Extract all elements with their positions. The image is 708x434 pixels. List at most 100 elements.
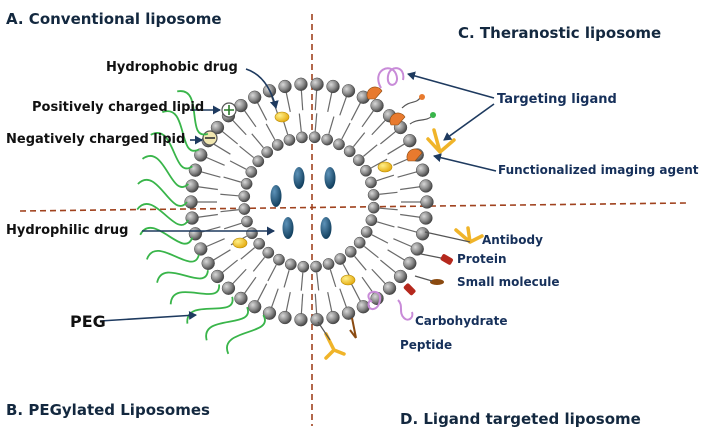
- lipid-tail: [327, 291, 333, 312]
- small-molecule-ligand: [430, 279, 444, 285]
- lipid-tail: [371, 119, 386, 136]
- lipid-tail: [397, 226, 418, 233]
- lipid-tail: [361, 110, 375, 128]
- inner-lipid-head: [322, 258, 335, 270]
- imaging-agent-linker: [401, 97, 433, 125]
- lipid-tail: [370, 158, 388, 169]
- inner-lipid-head: [240, 177, 253, 190]
- lipid-tail: [221, 259, 239, 274]
- arrow-peg: [99, 310, 197, 322]
- lipid-tail: [267, 264, 277, 282]
- lipid-tail: [206, 238, 225, 248]
- lipid-tail: [314, 90, 318, 111]
- inner-lipid-head: [352, 154, 365, 167]
- lipid-tail: [341, 122, 351, 140]
- inner-lipid-head: [238, 203, 251, 215]
- lipid-tail: [285, 291, 291, 312]
- outer-lipid-head: [341, 84, 356, 98]
- imaging-agent: [419, 94, 425, 100]
- small-molecule-linker: [414, 275, 433, 282]
- inner-lipid-head: [344, 245, 357, 258]
- lipid-tail: [316, 272, 320, 291]
- arrow-targeting-ligand-lower: [443, 103, 495, 141]
- carbohydrate-ligand: [397, 299, 414, 321]
- lipid-tail: [298, 113, 302, 132]
- lipid-tail: [243, 110, 257, 128]
- lipid-tail: [300, 90, 304, 111]
- lipid-tail: [376, 221, 395, 228]
- lipid-tail: [387, 249, 406, 261]
- peg-chain: [226, 314, 266, 355]
- antibody-linker: [424, 231, 471, 243]
- inner-lipid-head: [246, 227, 258, 240]
- inner-lipid-head: [360, 226, 373, 238]
- lipid-tail: [379, 130, 397, 145]
- inner-lipid-head: [343, 145, 356, 158]
- outer-lipid-head: [201, 256, 215, 270]
- outer-lipid-head: [188, 227, 203, 241]
- inner-lipid-head: [365, 214, 378, 227]
- lipid-tail: [285, 92, 291, 113]
- outer-lipid-head: [221, 281, 236, 295]
- lipid-tail: [300, 293, 304, 314]
- outer-lipid-head: [234, 291, 248, 306]
- inner-lipid-head: [367, 189, 380, 201]
- pink-squiggle-ligand: [377, 67, 405, 89]
- peg-chain: [186, 296, 234, 324]
- lipid-tail: [400, 186, 421, 191]
- imaging-agent: [430, 112, 436, 118]
- inner-lipid-head: [253, 237, 266, 250]
- lipid-tail: [352, 132, 366, 148]
- inner-lipid-head: [367, 201, 380, 214]
- hydrophobic-drug-molecule: [274, 111, 290, 123]
- hydrophilic-drug-molecule: [270, 185, 282, 207]
- hydrophilic-drug-molecule: [320, 217, 332, 239]
- orange-ligand: [389, 112, 406, 126]
- inner-lipid-head: [321, 133, 334, 146]
- lipid-tail: [223, 176, 242, 183]
- arrow-functionalized-imaging-agent: [433, 153, 497, 172]
- lipid-tail: [251, 133, 264, 148]
- outer-lipid-head: [194, 242, 208, 256]
- label-negatively-charged-lipid: Negatively charged lipid: [6, 132, 186, 147]
- lipid-tail: [314, 293, 318, 314]
- outer-lipid-head: [382, 281, 397, 295]
- arrow-hydrophobic-drug: [245, 68, 279, 109]
- lipid-tail: [300, 272, 304, 291]
- label-carbohydrate: Carbohydrate: [415, 314, 508, 328]
- lipid-tail: [200, 171, 221, 178]
- lipid-tail: [212, 249, 231, 261]
- arrow-targeting-ligand-upper: [407, 71, 495, 99]
- hydrophilic-drug-molecule: [282, 217, 294, 239]
- lipid-tail: [400, 213, 421, 218]
- protein-linker: [420, 253, 442, 259]
- peg-chain: [205, 306, 249, 341]
- lipid-tail: [379, 191, 398, 195]
- lipid-tail: [363, 245, 379, 259]
- lipid-tail: [397, 171, 418, 178]
- inner-lipid-head: [273, 253, 285, 266]
- label-hydrophobic-drug: Hydrophobic drug: [106, 60, 238, 75]
- outer-lipid-head: [194, 148, 208, 162]
- antibody-linker: [317, 321, 331, 341]
- label-protein: Protein: [457, 252, 507, 266]
- outer-lipid-head: [420, 195, 434, 209]
- outer-lipid-head: [278, 79, 292, 94]
- lipid-tail: [328, 116, 335, 135]
- inner-lipid-head: [353, 236, 366, 249]
- lipid-tail: [223, 222, 242, 230]
- antibody-ligand: [454, 226, 484, 244]
- lipid-tail: [197, 213, 218, 218]
- hydrophilic-drug-molecule: [324, 167, 336, 189]
- lipid-tail: [197, 186, 218, 191]
- outer-lipid-head: [403, 256, 417, 270]
- peptide-ligand: [349, 317, 357, 339]
- lipid-tail: [206, 156, 225, 166]
- outer-lipid-head: [188, 163, 203, 177]
- lipid-tail: [265, 123, 276, 141]
- lipid-tail: [240, 247, 255, 260]
- lipid-tail: [314, 113, 318, 132]
- outer-lipid-head: [415, 227, 430, 241]
- lipid-tail: [376, 174, 395, 182]
